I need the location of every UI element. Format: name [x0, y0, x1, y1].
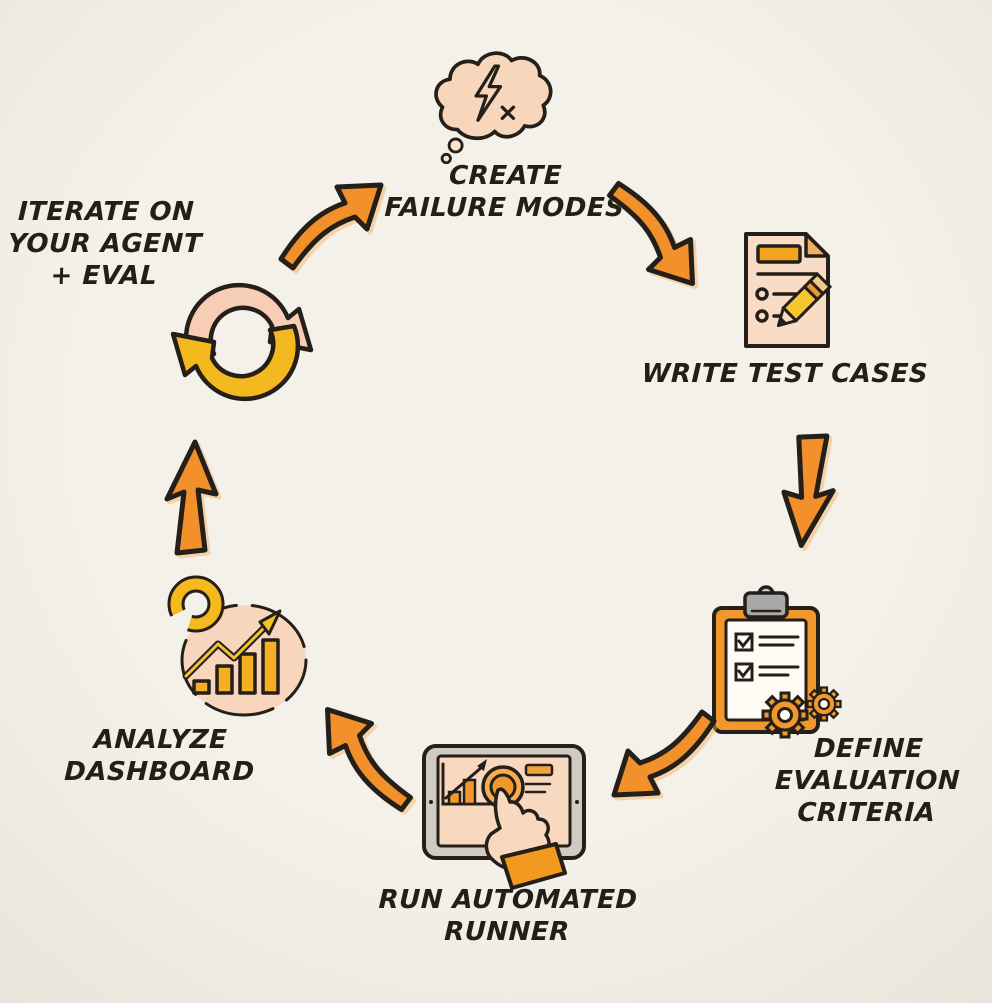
arrow-define-to-run — [610, 709, 720, 805]
arrow-iterate-to-create — [275, 175, 385, 271]
chart-growth-icon — [156, 575, 321, 723]
write-test-cases-label: WRITE TEST CASES — [641, 359, 929, 389]
define-evaluation-criteria-label: DEFINE EVALUATION CRITERIA — [774, 734, 961, 829]
iterate-agent-eval-label: ITERATE ON YOUR AGENT + EVAL — [7, 197, 203, 292]
clipboard-checklist-gears-icon — [700, 578, 850, 748]
analyze-dashboard-label: ANALYZE DASHBOARD — [63, 725, 256, 788]
create-failure-modes-label: CREATE FAILURE MODES — [383, 161, 625, 224]
tablet-touch-icon — [418, 742, 593, 892]
arrow-write-to-define — [775, 432, 845, 552]
arrow-create-to-write — [600, 181, 710, 286]
arrow-analyze-to-iterate — [155, 436, 225, 556]
document-pencil-icon — [728, 228, 843, 353]
arrow-run-to-analyze — [310, 707, 420, 812]
refresh-cycle-icon — [158, 266, 326, 418]
thought-cloud-error-icon — [422, 40, 562, 166]
run-automated-runner-label: RUN AUTOMATED RUNNER — [378, 885, 639, 948]
